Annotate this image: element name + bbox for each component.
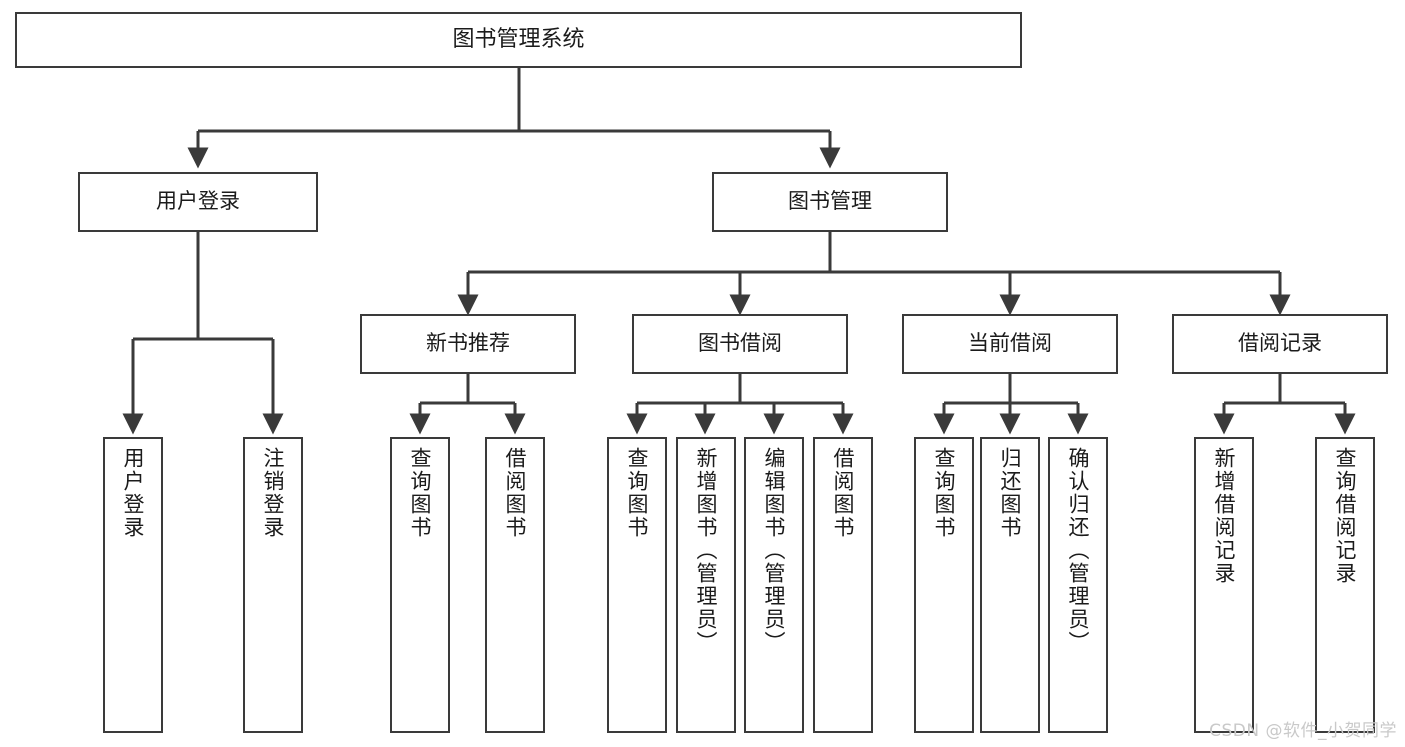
leaf-query-borrow-record[interactable]: 查询借阅记录 [1315,437,1375,733]
leaf-borrow-book-recommend[interactable]: 借阅图书 [485,437,545,733]
node-label: 借阅记录 [1238,331,1322,356]
node-root-book-management-system[interactable]: 图书管理系统 [15,12,1022,68]
leaf-return-book[interactable]: 归还图书 [980,437,1040,733]
node-label: 用户登录 [156,189,240,214]
leaf-borrow-book[interactable]: 借阅图书 [813,437,873,733]
leaf-edit-book-admin[interactable]: 编辑图书（管理员） [744,437,804,733]
node-label: 归还图书 [998,447,1023,539]
node-label: 编辑图书（管理员） [762,447,787,654]
node-label: 图书借阅 [698,331,782,356]
node-label: 查询图书 [625,447,650,539]
node-new-book-recommend[interactable]: 新书推荐 [360,314,576,374]
leaf-query-book-recommend[interactable]: 查询图书 [390,437,450,733]
csdn-watermark: CSDN @软件_小贺同学 [1209,721,1397,741]
leaf-query-book-current[interactable]: 查询图书 [914,437,974,733]
node-label: 查询图书 [932,447,957,539]
leaf-user-login[interactable]: 用户登录 [103,437,163,733]
node-borrow-record[interactable]: 借阅记录 [1172,314,1388,374]
leaf-add-borrow-record[interactable]: 新增借阅记录 [1194,437,1254,733]
node-user-login[interactable]: 用户登录 [78,172,318,232]
leaf-add-book-admin[interactable]: 新增图书（管理员） [676,437,736,733]
node-label: 新书推荐 [426,331,510,356]
node-label: 当前借阅 [968,331,1052,356]
node-book-borrow[interactable]: 图书借阅 [632,314,848,374]
leaf-logout[interactable]: 注销登录 [243,437,303,733]
node-label: 借阅图书 [503,447,528,539]
node-label: 图书管理 [788,189,872,214]
node-label: 查询图书 [408,447,433,539]
leaf-confirm-return-admin[interactable]: 确认归还（管理员） [1048,437,1108,733]
node-label: 注销登录 [261,447,286,539]
node-label: 确认归还（管理员） [1066,447,1091,654]
node-book-management[interactable]: 图书管理 [712,172,948,232]
node-label: 查询借阅记录 [1333,447,1358,585]
node-label: 用户登录 [121,447,146,539]
node-label: 图书管理系统 [452,26,585,52]
leaf-query-book-borrow[interactable]: 查询图书 [607,437,667,733]
node-label: 借阅图书 [831,447,856,539]
node-current-borrow[interactable]: 当前借阅 [902,314,1118,374]
node-label: 新增借阅记录 [1212,447,1237,585]
node-label: 新增图书（管理员） [694,447,719,654]
